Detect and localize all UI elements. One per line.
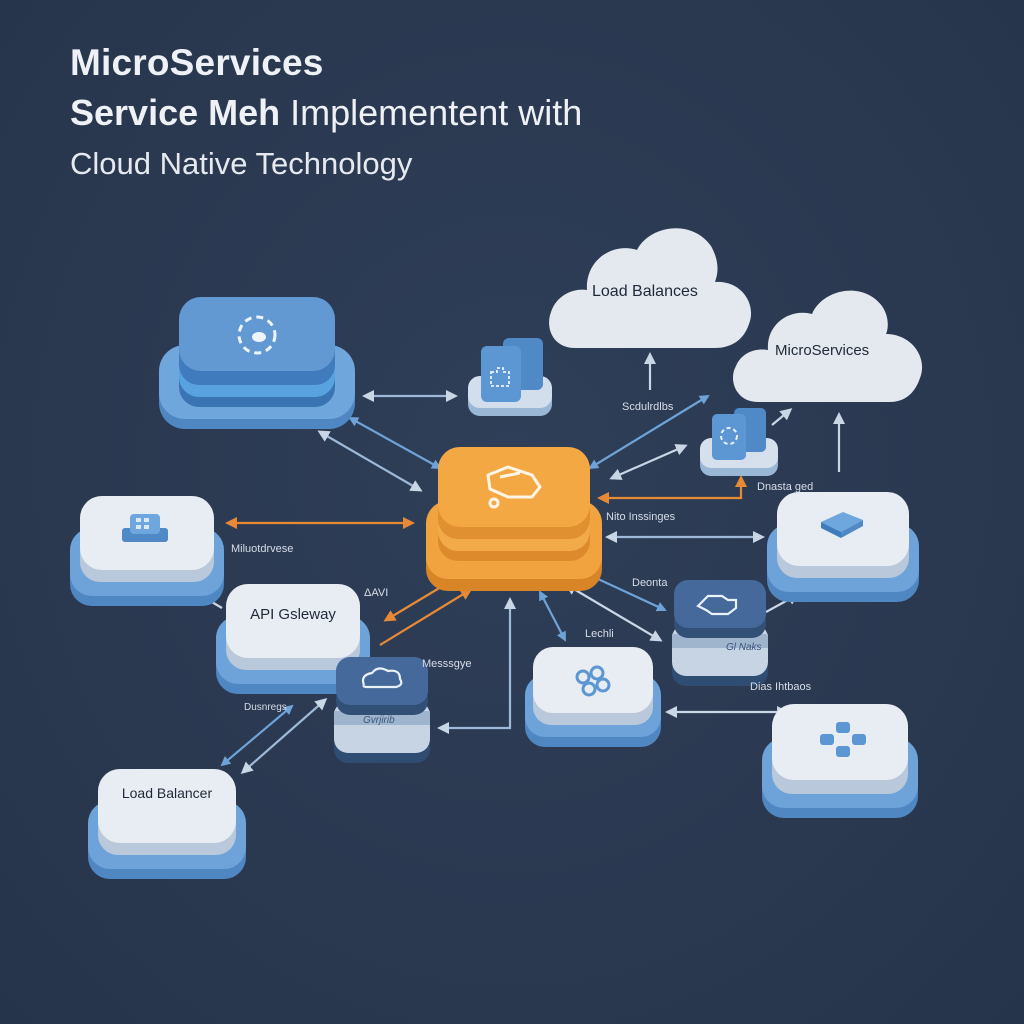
puzzle-node-bottom[interactable] [523, 643, 663, 751]
label-message: Messsgye [422, 658, 472, 670]
load-balances-cloud[interactable] [545, 220, 755, 355]
chip-icon [122, 514, 168, 542]
load-balancer-label: Load Balancer [121, 785, 213, 801]
load-balancer-node[interactable] [86, 765, 248, 883]
load-balances-cloud-label: Load Balances [592, 283, 698, 300]
microservices-cloud-label: MicroServices [775, 342, 870, 359]
four-dots-node[interactable] [760, 700, 920, 822]
label-dnsregs: Dusnregs [244, 702, 287, 713]
cloud-icon [361, 667, 403, 689]
puzzle-cluster-icon [575, 665, 611, 697]
label-api: ΔAVI [364, 587, 389, 599]
label-scdulibs: Scdulrdlbs [622, 401, 674, 413]
refresh-icon [720, 427, 738, 445]
four-dots-icon [820, 722, 866, 757]
label-lechli: Lechli [585, 628, 614, 640]
label-dias-ihtbaos: Dias Ihtbaos [750, 681, 812, 693]
service-node-top-left[interactable] [155, 295, 360, 435]
small-refresh-node[interactable] [698, 402, 780, 478]
label-miuotdrvese: Miluotdrvese [231, 543, 294, 555]
small-puzzle-node[interactable] [465, 332, 555, 420]
cube-icon [821, 512, 863, 538]
title-line-1: MicroServices [70, 42, 324, 83]
cube-node-right[interactable] [765, 488, 921, 606]
puzzle-icon [490, 367, 510, 387]
central-hub[interactable] [424, 445, 604, 595]
label-deonta: Deonta [632, 577, 668, 589]
title-line-2: Service Meh Implementent with [70, 92, 582, 134]
title-line-3: Cloud Native Technology [70, 146, 413, 181]
microservices-cloud[interactable] [730, 282, 925, 407]
gear-cog-icon [237, 315, 277, 355]
data-node-mid[interactable] [668, 578, 772, 690]
api-gateway-label: API Gsleway [250, 606, 336, 623]
vehicle-icon [486, 465, 542, 509]
message-node[interactable] [330, 655, 434, 767]
title-line-2-rest: Implementent with [280, 92, 583, 133]
api-gateway-node[interactable] [214, 580, 372, 698]
label-dnastaged: Dnasta ged [757, 481, 814, 493]
label-nito-inssinges: Nito Inssinges [606, 511, 676, 523]
data-node-side-label: Gl Naks [726, 642, 762, 653]
title-line-2-bold: Service Meh [70, 92, 281, 133]
message-node-side-label: Gvrjirib [363, 715, 395, 726]
box-icon [696, 594, 738, 616]
grid-node-left[interactable] [68, 492, 226, 610]
